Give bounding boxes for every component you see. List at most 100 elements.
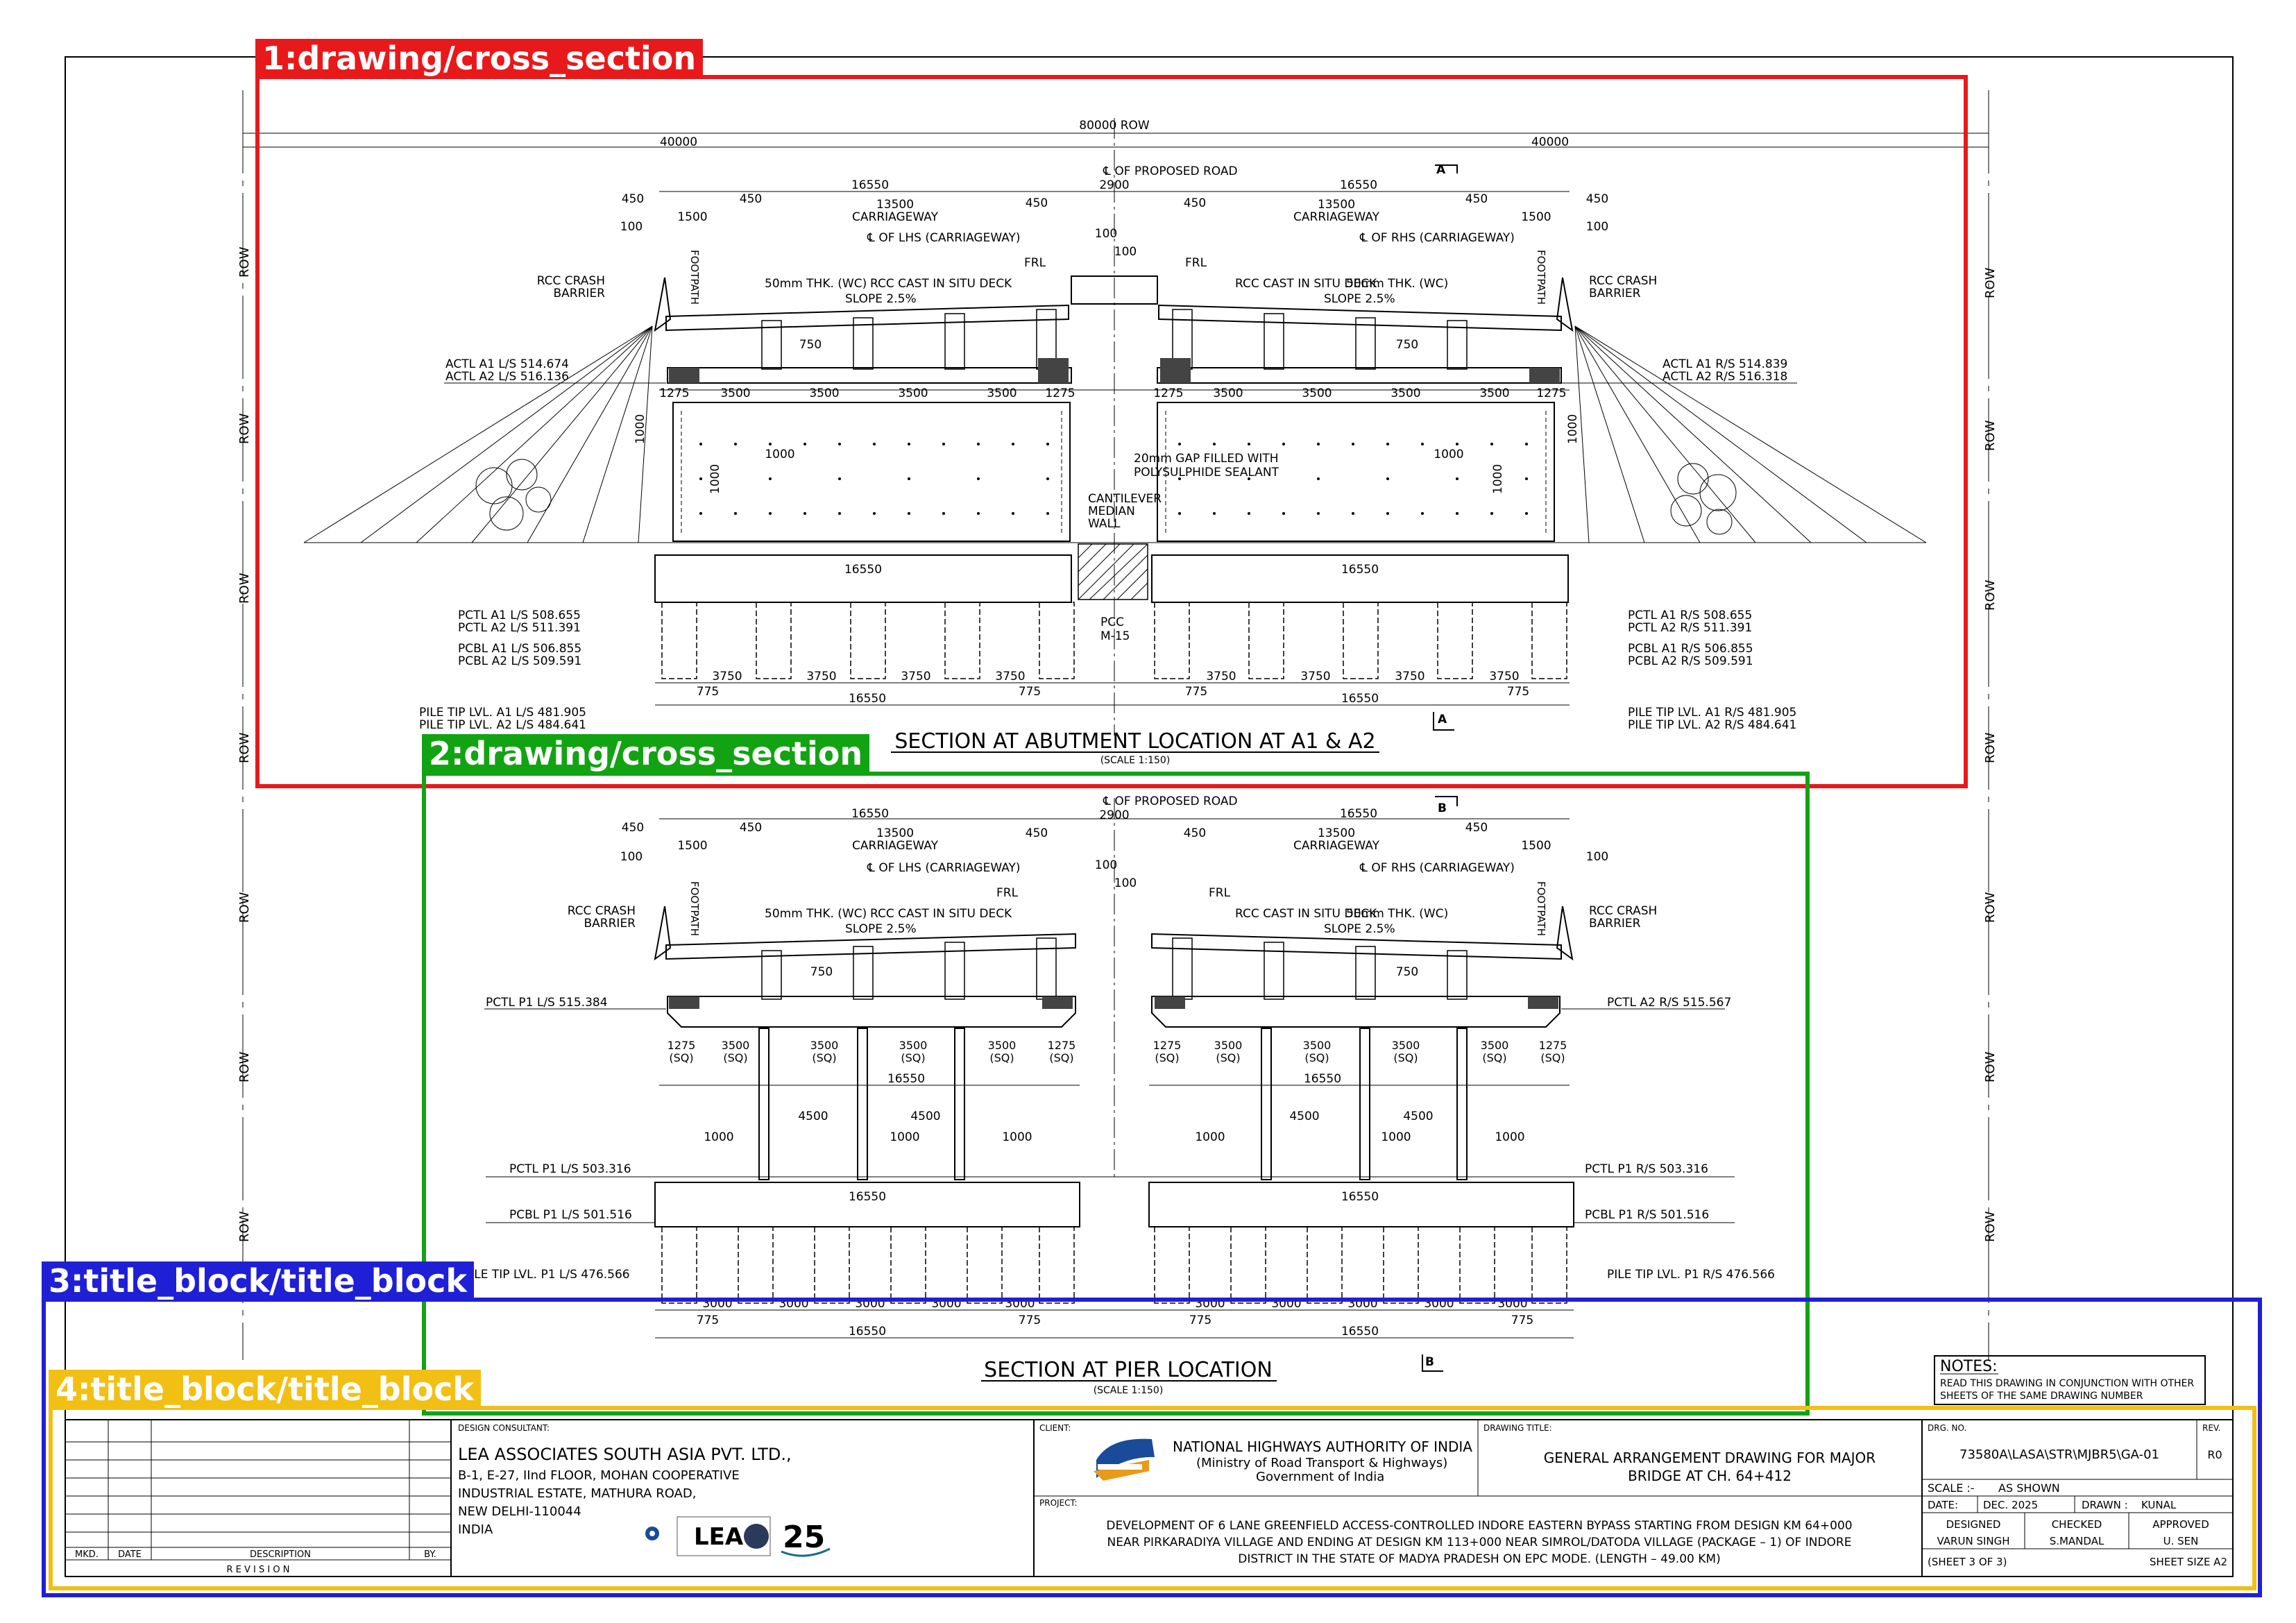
pctl-a1-ls: PCTL A1 L/S 508.655 — [458, 609, 581, 622]
rhs-carriageway-width: 13500 — [1318, 826, 1355, 840]
dim-3500: 3500 — [722, 1039, 750, 1052]
pcbl-a1-ls: PCBL A1 L/S 506.855 — [458, 642, 581, 656]
dim-sq: (SQ) — [1482, 1051, 1506, 1064]
row-label: ROW — [1983, 579, 1998, 611]
revision-number-label: REV. — [2202, 1423, 2220, 1433]
annotation-label-1: 1:drawing/cross_section — [255, 39, 704, 78]
dim-1275: 1275 — [1153, 1039, 1182, 1052]
drawing-number: 73580A\LASA\STR\MJBR5\GA-01 — [1959, 1447, 2159, 1462]
date-value: DEC. 2025 — [1983, 1499, 2038, 1511]
consultant-name: LEA ASSOCIATES SOUTH ASIA PVT. LTD., — [458, 1445, 792, 1464]
sheet-number: (SHEET 3 OF 3) — [1928, 1556, 2007, 1568]
footpath-label: FOOTPATH — [1535, 881, 1547, 936]
frl-label: FRL — [1024, 256, 1046, 270]
sheet-size: SHEET SIZE A2 — [2150, 1556, 2227, 1568]
project-description: DEVELOPMENT OF 6 LANE GREENFIELD ACCESS-… — [1106, 1519, 1852, 1533]
row-labels-left: ROW ROW ROW ROW ROW ROW ROW — [237, 90, 252, 1360]
wearing-coat-label: 50mm THK. (WC) — [765, 277, 867, 291]
date-label: DATE: — [1928, 1499, 1958, 1511]
anniversary-logo: 25 — [781, 1520, 831, 1557]
dim-450: 450 — [1465, 192, 1488, 206]
revision-col-by: BY. — [424, 1549, 436, 1560]
frl-label: FRL — [1209, 886, 1231, 900]
dim-3750: 3750 — [806, 670, 836, 683]
consultant-address: NEW DELHI-110044 — [458, 1504, 581, 1519]
scale-label: SCALE :- — [1928, 1481, 1975, 1495]
annotation-label-3: 3:title_block/title_block — [42, 1261, 474, 1300]
dim-sq: (SQ) — [1049, 1051, 1073, 1064]
row-label: ROW — [237, 413, 252, 444]
row-label: ROW — [1983, 267, 1998, 298]
pcbl-a1-rs: PCBL A1 R/S 506.855 — [1628, 642, 1753, 656]
dim-775: 775 — [1189, 1314, 1211, 1327]
pile-cap-width: 16550 — [844, 563, 882, 577]
project-description: DISTRICT IN THE STATE OF MADYA PRADESH O… — [1238, 1552, 1720, 1566]
dim-3500: 3500 — [1392, 1039, 1420, 1052]
annotation-box-4 — [49, 1406, 2256, 1590]
dim-3750: 3750 — [995, 670, 1025, 683]
revision-col-mkd: MKD. — [75, 1549, 99, 1560]
bottom-width-dim: 16550 — [849, 692, 886, 706]
dim-3750: 3750 — [1395, 670, 1425, 683]
dim-3500: 3500 — [1481, 1039, 1509, 1052]
pile-tip-a2-rs: PILE TIP LVL. A2 R/S 484.641 — [1628, 718, 1796, 732]
dim-3500: 3500 — [810, 1039, 839, 1052]
dim-sq: (SQ) — [1216, 1051, 1240, 1064]
dim-1000: 1000 — [1566, 414, 1580, 444]
row-label: ROW — [237, 732, 252, 763]
dim-3500: 3500 — [988, 1039, 1017, 1052]
dim-1000: 1000 — [633, 414, 647, 444]
dim-1275: 1275 — [1048, 1039, 1076, 1052]
median-dim: 2900 — [1099, 178, 1129, 192]
dim-750: 750 — [810, 965, 833, 979]
actl-a1-rs: ACTL A1 R/S 514.839 — [1663, 357, 1787, 371]
footpath-label: FOOTPATH — [688, 250, 701, 305]
footpath-label: FOOTPATH — [1535, 250, 1547, 305]
dim-sq: (SQ) — [901, 1051, 925, 1064]
deck-label: RCC CAST IN SITU DECK — [1235, 277, 1377, 291]
dim-450: 450 — [1026, 826, 1048, 840]
dim-100: 100 — [1586, 850, 1608, 864]
client-ministry: (Ministry of Road Transport & Highways) — [1196, 1456, 1447, 1470]
pcbl-p1-rs: PCBL P1 R/S 501.516 — [1585, 1208, 1709, 1222]
pier-section-title: SECTION AT PIER LOCATION — [984, 1358, 1273, 1382]
client-label: CLIENT: — [1039, 1423, 1071, 1433]
lhs-centerline: ℄ OF LHS (CARRIAGEWAY) — [867, 231, 1021, 245]
pcbl-p1-ls: PCBL P1 L/S 501.516 — [509, 1208, 632, 1222]
annotation-label-4: 4:title_block/title_block — [49, 1370, 481, 1409]
nhai-logo — [1094, 1438, 1155, 1481]
dim-sq: (SQ) — [812, 1051, 836, 1064]
row-label: ROW — [1983, 1051, 1998, 1082]
dim-1000: 1000 — [890, 1130, 919, 1144]
pctl-p1-ls-top: PCTL P1 L/S 515.384 — [486, 996, 608, 1010]
rhs-width-dim: 16550 — [1340, 807, 1377, 821]
scale-value: AS SHOWN — [1998, 1481, 2060, 1495]
crash-barrier-label: RCC CRASH — [568, 904, 636, 918]
anniversary-logo-text: 25 — [783, 1520, 825, 1555]
dim-100: 100 — [1095, 227, 1117, 241]
dim-450: 450 — [1184, 196, 1206, 210]
bottom-width-dim: 16550 — [849, 1325, 886, 1339]
dim-sq: (SQ) — [1540, 1051, 1565, 1064]
section-mark-b-bottom: B — [1425, 1355, 1434, 1369]
deck-label: RCC CAST IN SITU DECK — [1235, 907, 1377, 921]
dim-100: 100 — [1114, 876, 1137, 890]
dim-sq: (SQ) — [989, 1051, 1014, 1064]
annotation-box-3 — [42, 1298, 2262, 1597]
checked-value: S.MANDAL — [2050, 1535, 2104, 1547]
dim-1000: 1000 — [765, 448, 794, 461]
revision-col-description: DESCRIPTION — [250, 1549, 311, 1560]
dim-775: 775 — [1019, 685, 1041, 699]
row-labels-right: ROW ROW ROW ROW ROW ROW ROW — [1983, 90, 1998, 1360]
project-description: NEAR PIRKARADIYA VILLAGE AND ENDING AT D… — [1107, 1536, 1852, 1549]
dim-1000: 1000 — [1195, 1130, 1225, 1144]
title-block: MKD. DATE DESCRIPTION BY. R E V I S I O … — [65, 1419, 2234, 1577]
slope-label: SLOPE 2.5% — [845, 922, 917, 936]
drawing-title-label: DRAWING TITLE: — [1483, 1423, 1552, 1433]
road-centerline: ℄ OF PROPOSED ROAD — [1103, 794, 1238, 808]
row-label: ROW — [237, 1051, 252, 1082]
dim-750: 750 — [1396, 965, 1418, 979]
lhs-centerline: ℄ OF LHS (CARRIAGEWAY) — [867, 861, 1021, 875]
slope-label: SLOPE 2.5% — [1324, 292, 1395, 306]
pile-tip-p1-rs: PILE TIP LVL. P1 R/S 476.566 — [1607, 1268, 1775, 1282]
